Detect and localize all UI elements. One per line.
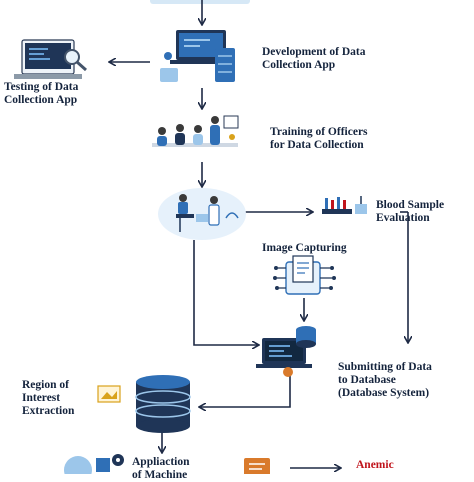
submitting-label: Submitting of Data to Database (Database… [338,361,432,400]
submitting-label-line-2: to Database [338,374,396,386]
laptop-server-icon [160,30,235,82]
training-label-line-1: Training of Officers [270,126,368,138]
lab-test-tubes-icon [322,196,367,214]
submitting-label-line-3: (Database System) [338,387,430,399]
gear-network-icon [64,454,124,482]
application-label: Appliaction of Machine [132,456,190,482]
image-capturing-label: Image Capturing [262,242,347,254]
submitting-label-line-1: Submitting of Data [338,361,432,373]
roi-label-line-3: Extraction [22,405,75,417]
database-cylinder-icon [97,375,191,433]
development-label-line-2: Collection App [262,59,336,71]
blood-label-line-1: Blood Sample [376,199,445,211]
report-document-icon [244,458,270,478]
flow-arrows [110,0,408,468]
application-label-line-1: Appliaction [132,456,190,468]
testing-label-line-1: Testing of Data [4,81,79,93]
roi-label: Region of Interest Extraction [22,379,74,418]
blood-label-line-2: Evaluation [376,212,430,224]
laptop-database-icon [256,326,316,377]
testing-label: Testing of Data Collection App [4,81,78,107]
group-meeting-icon [152,115,239,147]
testing-label-line-2: Collection App [4,94,78,106]
training-label: Training of Officers for Data Collection [270,126,368,152]
anemic-label: Anemic [356,459,394,471]
arrow-database-to-roi [200,376,291,407]
roi-label-line-2: Interest [22,392,61,404]
patient-consultation-icon [158,188,246,240]
blood-label: Blood Sample Evaluation [376,199,444,225]
training-label-line-2: for Data Collection [270,139,364,151]
document-scan-icon [273,255,336,295]
roi-label-line-1: Region of [22,379,69,391]
previous-step-box [150,0,250,4]
monitor-magnifier-icon [14,39,87,79]
development-label: Development of Data Collection App [262,46,365,72]
application-label-line-2: of Machine [132,469,188,481]
arrow-collection-to-database [193,240,258,345]
development-label-line-1: Development of Data [262,46,366,58]
